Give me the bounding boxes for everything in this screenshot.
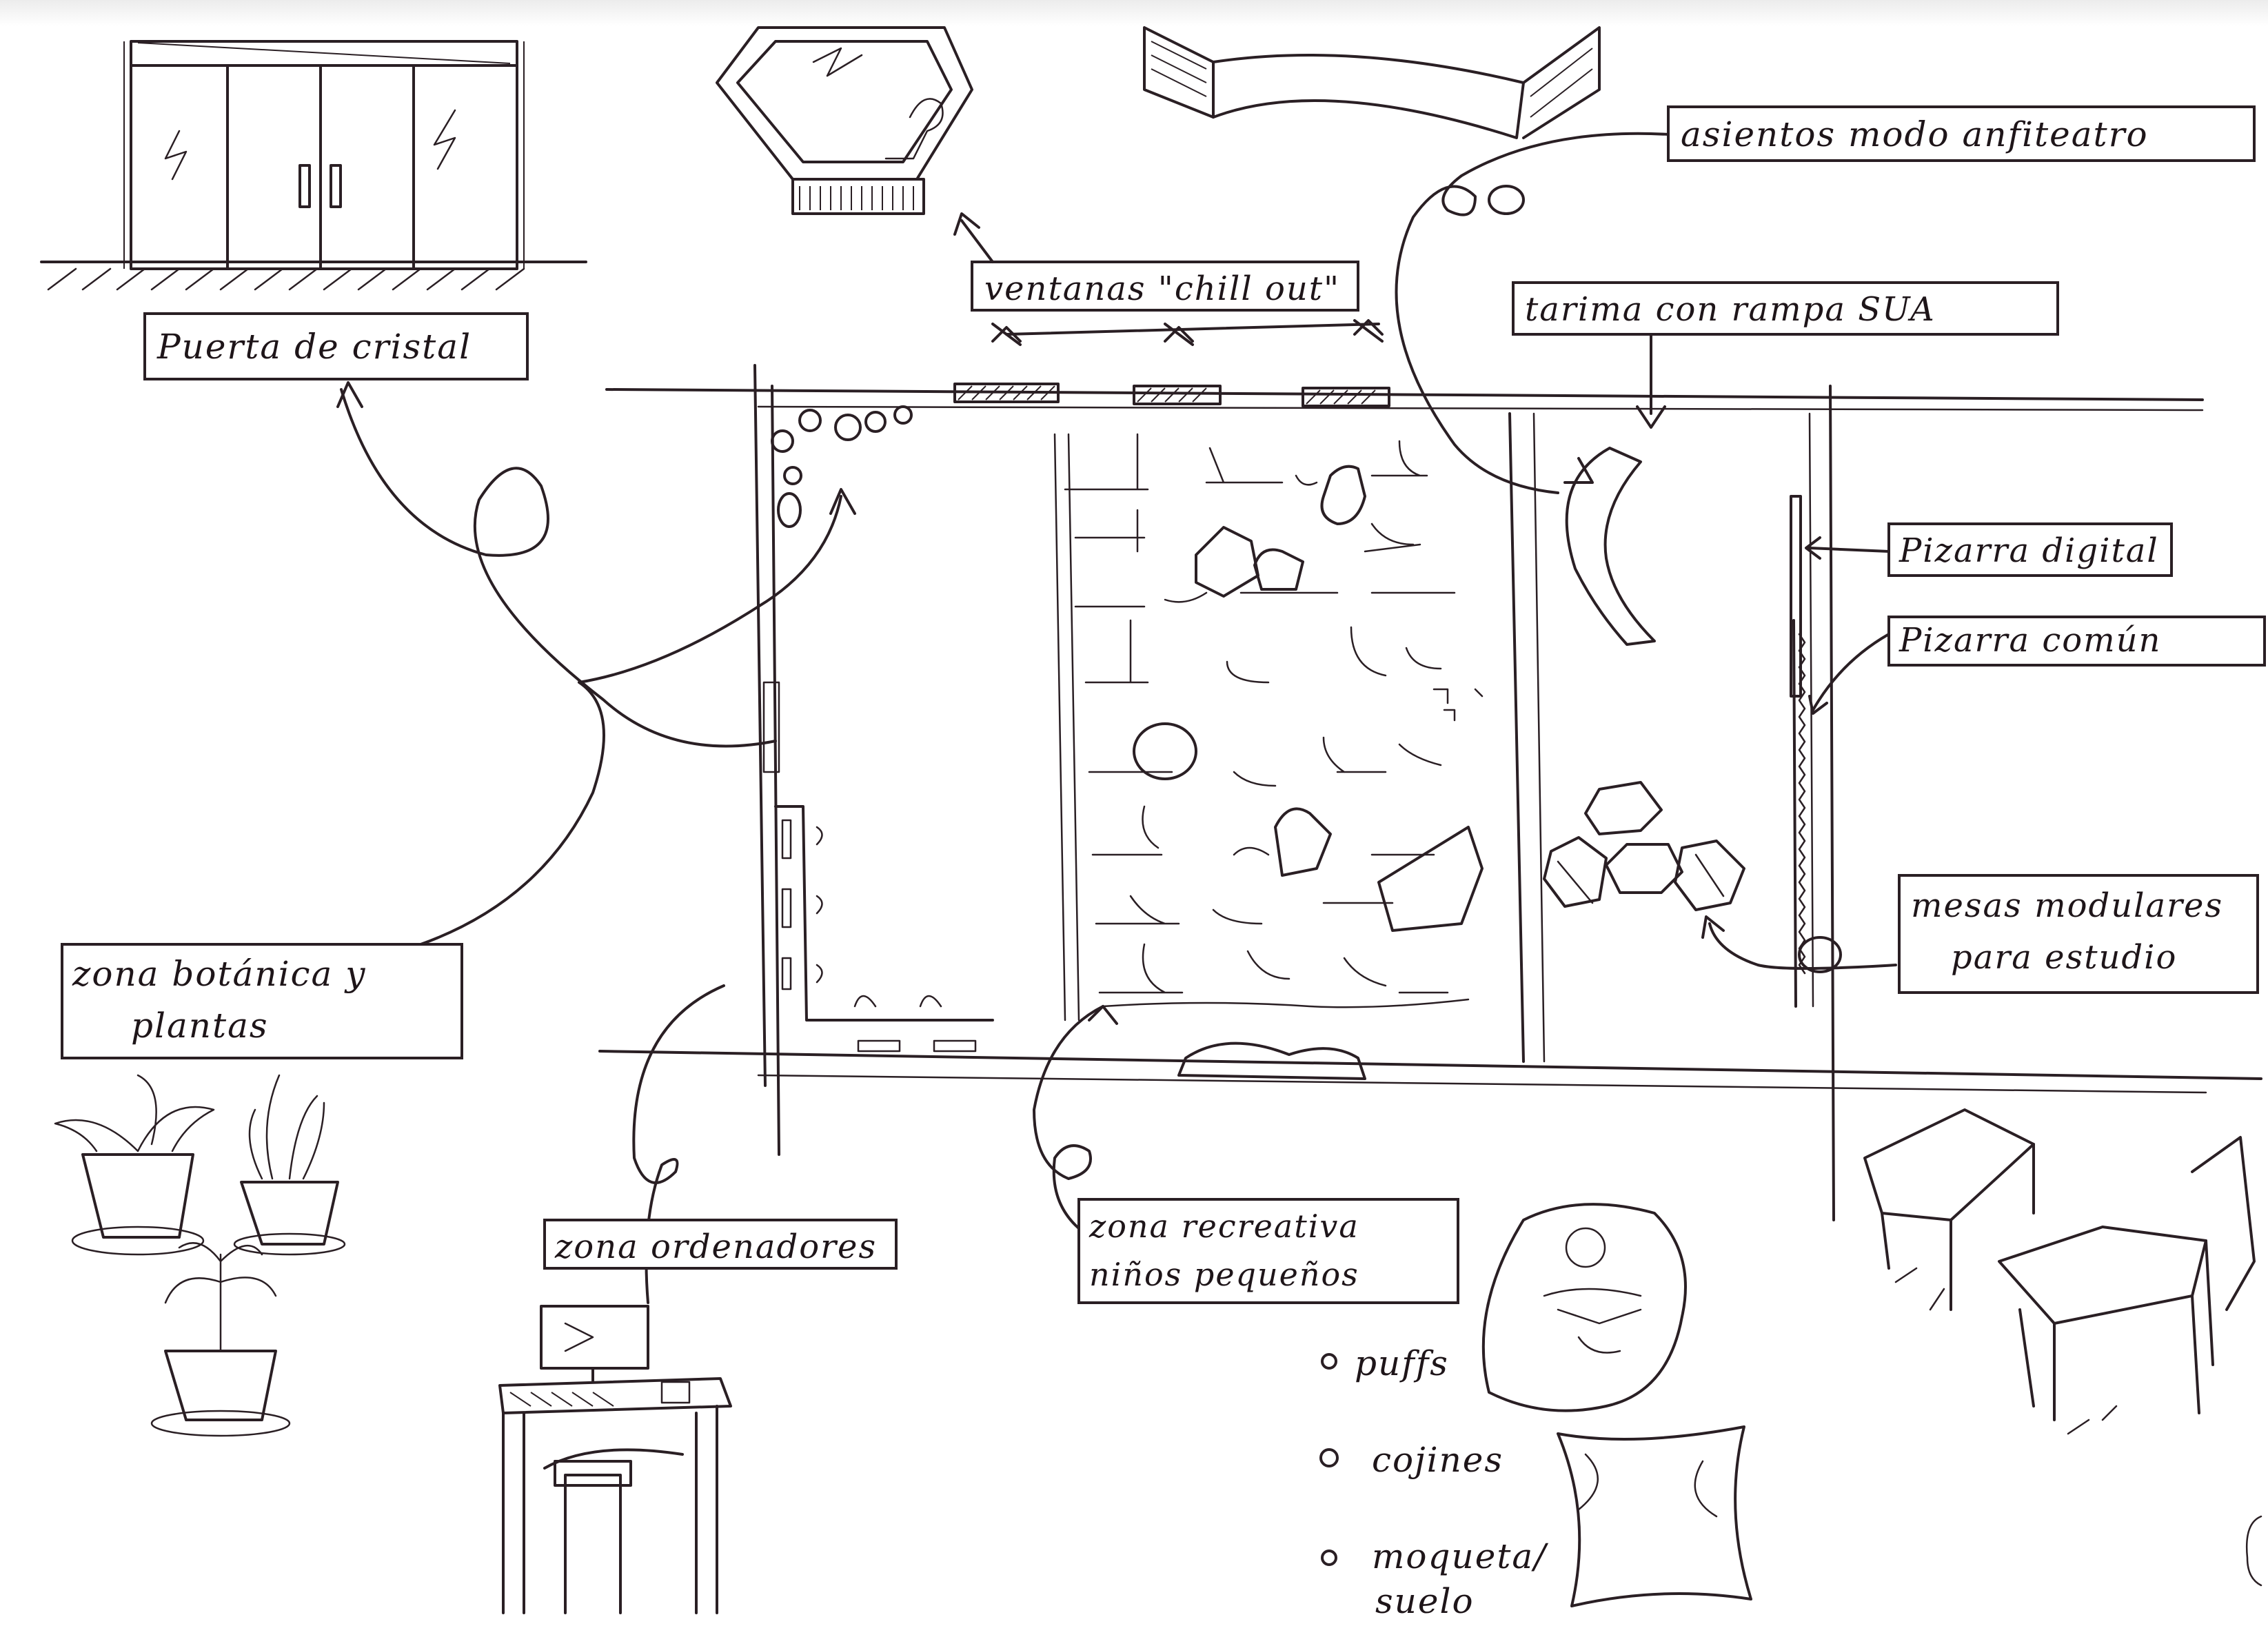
bullet-puffs-text: puffs (1355, 1343, 1449, 1383)
bullet-cojines-text: cojines (1372, 1440, 1503, 1480)
callout-curve-botanica (398, 495, 842, 953)
puff-drawing (1481, 1203, 1687, 1412)
callout-arrow-pizarra-digital (1808, 547, 1890, 553)
computer-desk-drawing (498, 1305, 732, 1614)
label-mesas-line2: para estudio (1951, 938, 2177, 977)
cushion-drawing (1557, 1425, 1752, 1607)
label-asientos: asientos modo anfiteatro (1667, 105, 2256, 162)
label-puerta-text: Puerta de cristal (156, 327, 472, 367)
ventanas-dimension-line (1005, 323, 1380, 336)
bullet-cojines (1319, 1448, 1339, 1467)
callout-curve-asientos (1395, 132, 1670, 494)
label-pizarra-comun-text: Pizarra común (1899, 621, 2161, 660)
bullet-moqueta-line1: moqueta/ (1372, 1536, 1548, 1576)
bullet-puffs (1321, 1353, 1337, 1370)
label-botanica-line2: plantas (131, 1006, 269, 1046)
label-botanica: zona botánica y plantas (61, 943, 463, 1059)
arrow-ventanas (960, 219, 994, 263)
label-puerta: Puerta de cristal (143, 312, 529, 380)
bullet-moqueta (1321, 1549, 1337, 1566)
label-pizarra-digital: Pizarra digital (1887, 522, 2173, 577)
callout-curve-ordenadores (632, 984, 725, 1304)
step-fragment-drawing (1143, 26, 1601, 139)
page-corner (2246, 1515, 2262, 1587)
label-recreativa: zona recreativa niños pequeños (1077, 1198, 1459, 1304)
bullet-moqueta-line2: suelo (1375, 1581, 1475, 1621)
callout-curve-mesas (1708, 922, 1897, 970)
callout-arrow-pizarra-comun (1812, 633, 1890, 711)
glass-door-drawing (40, 40, 587, 291)
callout-curve-puerta (340, 388, 777, 748)
label-recreativa-line1: zona recreativa (1089, 1208, 1359, 1245)
label-ventanas: ventanas "chill out" (971, 261, 1359, 312)
label-mesas: mesas modulares para estudio (1898, 874, 2259, 994)
label-tarima: tarima con rampa SUA (1512, 281, 2059, 336)
label-mesas-line1: mesas modulares (1911, 886, 2223, 925)
label-ventanas-text: ventanas "chill out" (984, 270, 1340, 308)
label-ordenadores-text: zona ordenadores (554, 1228, 877, 1266)
chillout-window-drawing (716, 26, 973, 215)
label-ordenadores: zona ordenadores (543, 1219, 898, 1270)
label-botanica-line1: zona botánica y (72, 954, 367, 994)
label-asientos-text: asientos modo anfiteatro (1681, 114, 2149, 154)
modular-tables-drawing (1863, 1108, 2256, 1435)
top-shadow (0, 0, 2268, 26)
plants-drawing (54, 1074, 346, 1437)
room-plan (598, 185, 2262, 1221)
label-tarima-text: tarima con rampa SUA (1525, 290, 1936, 329)
callout-curve-recreativa (1033, 1005, 1104, 1242)
label-pizarra-digital-text: Pizarra digital (1899, 531, 2159, 570)
label-recreativa-line2: niños pequeños (1089, 1256, 1359, 1293)
label-pizarra-comun: Pizarra común (1887, 616, 2266, 667)
